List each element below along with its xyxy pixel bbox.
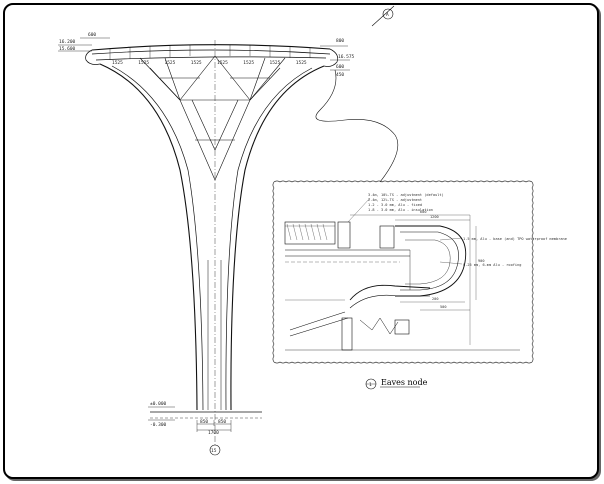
elev-ground: ±0.000 <box>150 401 167 407</box>
eaves-detail <box>272 180 534 390</box>
elev-top-left-2: 15.600 <box>59 46 76 52</box>
detail-right-note-1: 1.5 mm, Alu - base (and) TPO waterproof … <box>463 237 567 241</box>
truss-dim-label: 1525 <box>138 60 149 66</box>
drawing-frame <box>3 3 599 479</box>
dim-base-left: 850 <box>200 419 208 425</box>
truss-dim-label: 1525 <box>165 60 176 66</box>
dim-base-total: 1700 <box>208 430 219 436</box>
truss-dim-label: 1525 <box>296 60 307 66</box>
elev-below-ground: -0.300 <box>150 422 167 428</box>
elev-top-left-1: 16.200 <box>59 39 76 45</box>
detail-note-2: 2.4m, 12%-TS - adjustment <box>368 198 422 202</box>
detail-note-3: 1.2 - 3.0 mm, Alu - fixed <box>368 203 422 207</box>
dim-base-right: 850 <box>218 419 226 425</box>
detail-dim-3: 900 <box>478 259 485 263</box>
detail-note-1: 3.4m, 10%-TS - adjustment (default) <box>368 193 444 197</box>
detail-caption: Eaves node <box>381 378 428 387</box>
truss-dim-label: 1525 <box>270 60 281 66</box>
dim-right-low-1: 600 <box>336 64 344 70</box>
elev-top-right: 16.575 <box>338 54 355 60</box>
detail-marker: 1 <box>369 382 372 388</box>
detail-right-note-2: 0.25 mm, 6-mm Alu - roofing <box>463 263 521 267</box>
detail-dim-4: 200 <box>432 297 439 301</box>
section-marker: A <box>386 12 389 18</box>
truss-dim-label: 1525 <box>191 60 202 66</box>
detail-dim-2: 1200 <box>430 215 439 219</box>
truss-dim-label: 1525 <box>217 60 228 66</box>
column-elevation <box>58 5 399 456</box>
detail-dim-5: 500 <box>440 305 447 309</box>
dim-top-right: 800 <box>336 38 344 44</box>
detail-note-4: 1.8 - 3.0 mm, Alu - insulation <box>368 208 433 212</box>
drawing-texts: 16.200 15.600 600 800 16.575 600 450 ±0.… <box>59 12 567 454</box>
truss-dims: 1525 1525 1525 1525 1525 1525 1525 1525 <box>112 60 307 66</box>
detail-dim-1: 600 <box>420 210 427 214</box>
axis-bubble-label: 15 <box>211 448 217 454</box>
truss-dim-label: 1525 <box>112 60 123 66</box>
truss-dim-label: 1525 <box>243 60 254 66</box>
dim-top-left: 600 <box>88 32 96 38</box>
dim-right-low-2: 450 <box>336 72 344 78</box>
